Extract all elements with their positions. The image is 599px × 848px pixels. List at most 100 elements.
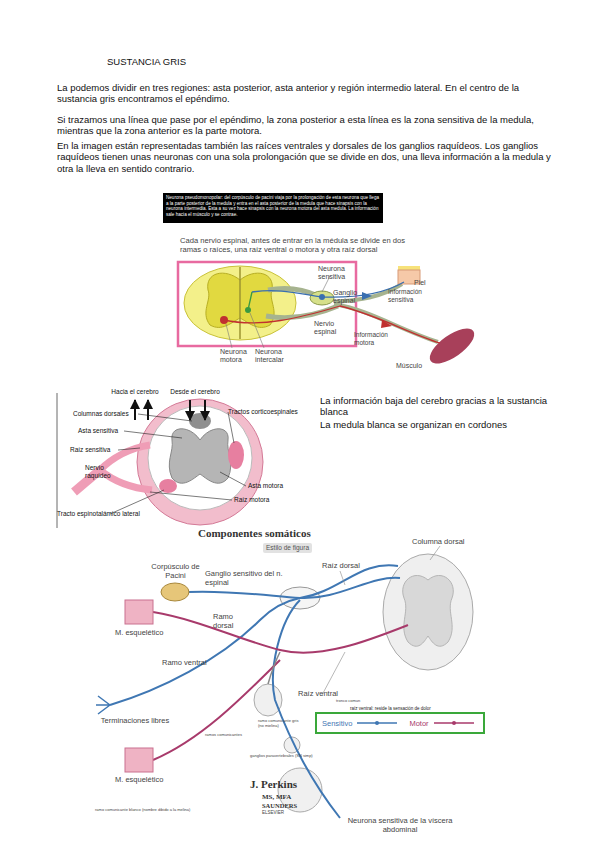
legend-sample xyxy=(355,719,399,727)
down-arrow xyxy=(189,400,191,420)
text-label: MS, MFA xyxy=(262,793,342,801)
text-label: raíz ventral: reside la sensación de dol… xyxy=(350,706,510,711)
text-label: ramos comunicantes xyxy=(205,733,255,738)
spinal-cord xyxy=(383,554,473,670)
leader-line xyxy=(220,472,246,486)
sensory-neuron xyxy=(252,282,404,297)
leader-line xyxy=(430,546,440,560)
white-matter xyxy=(148,406,252,510)
leader-line xyxy=(250,313,264,348)
text-label: Componentes somáticos xyxy=(198,527,398,540)
text-label: Columna dorsal xyxy=(412,537,492,546)
text-label: Nervio espinal xyxy=(314,320,352,337)
text-label: Neurona sensitiva xyxy=(318,265,358,282)
text-label: Tractos corticoespinales xyxy=(228,408,318,416)
pacini-corpuscle xyxy=(161,583,189,601)
text-label: Raíz motora xyxy=(234,496,294,504)
text-label: Piel xyxy=(414,279,444,287)
text-label: Corpúsculo de Pacini xyxy=(148,562,203,580)
text-label: Asta motora xyxy=(248,482,308,490)
legend-text: Motor xyxy=(409,719,428,728)
leader-line xyxy=(226,324,232,348)
text-label: La podemos dividir en tres regiones: ast… xyxy=(57,82,552,105)
gray-matter xyxy=(169,429,230,483)
text-label: ELSEVIER xyxy=(262,810,342,815)
text-label: M. esquelético xyxy=(115,628,195,637)
node-text: Estilo de figura xyxy=(266,544,309,552)
text-label: La información baja del cerebro gracias … xyxy=(320,395,550,418)
up-arrow xyxy=(147,400,149,420)
legend-item: Motor xyxy=(409,719,475,728)
leader-line xyxy=(138,414,192,421)
cord-outer xyxy=(137,399,263,525)
text-label: Neurona sensitiva de la víscera abdomina… xyxy=(345,816,455,834)
text-label: J. Perkins xyxy=(250,778,350,791)
legend-dot xyxy=(375,721,379,725)
skeletal-muscle xyxy=(125,600,153,624)
text-label: En la imagen están representadas también… xyxy=(57,140,552,174)
text-label: Músculo xyxy=(396,362,441,370)
legend-box: Sensitivo Motor xyxy=(315,712,485,734)
muscle xyxy=(424,322,479,370)
skin-layer xyxy=(398,266,420,270)
direction-arrow xyxy=(362,292,372,300)
text-label: Ganglio sensitivo del n. espinal xyxy=(205,569,287,587)
text-label: La medula blanca se organizan en cordone… xyxy=(320,419,550,430)
text-label: Asta sensitiva xyxy=(78,427,148,435)
text-label: ganglios paravertebrales (SN simp) xyxy=(250,754,350,759)
legend-sample xyxy=(432,719,476,727)
text-label: Raíz sensitiva xyxy=(70,446,140,454)
node-text: Neurona pseudomonopolar: del corpúsculo … xyxy=(166,195,380,217)
free-endings xyxy=(96,696,110,714)
up-arrow xyxy=(134,400,136,420)
leader-line xyxy=(118,448,140,450)
leader-line xyxy=(228,412,234,443)
down-arrow xyxy=(204,400,206,420)
text-label: Desde el cerebro xyxy=(160,388,230,396)
paravertebral-ganglion xyxy=(254,684,282,716)
text-label: Neurona motora xyxy=(220,348,258,365)
figure-edge xyxy=(57,393,58,528)
text-label: SAUNDERS xyxy=(262,802,342,810)
gray-matter xyxy=(403,575,454,646)
sensory-path xyxy=(110,598,300,705)
legend-dot xyxy=(452,721,456,725)
leader-line xyxy=(340,571,345,585)
text-label: Información sensitiva xyxy=(388,288,440,304)
text-label: Neurona intercalar xyxy=(255,348,297,365)
text-label: Hacia el cerebro xyxy=(100,388,170,396)
text-label: Raíz dorsal xyxy=(322,561,382,570)
figure-panel xyxy=(148,222,445,372)
text-label: Si trazamos una línea que pase por el ep… xyxy=(57,114,552,137)
sensory-path xyxy=(300,565,398,598)
text-label: Nervio raquídeo xyxy=(85,464,125,480)
neuron-body xyxy=(245,307,251,313)
leader-line xyxy=(322,652,345,695)
text-label: Tracto espinotalámico lateral xyxy=(57,510,147,518)
motor-neuron xyxy=(224,306,440,343)
spinal-ganglion xyxy=(310,291,334,305)
text-label: tronco comun xyxy=(336,699,376,704)
spinal-cord xyxy=(184,266,296,340)
skeletal-muscle xyxy=(125,748,153,772)
text-label: Columnas dorsales xyxy=(73,410,153,418)
tag-box: Estilo de figura xyxy=(263,543,312,553)
text-label: Ganglio espinal xyxy=(333,289,373,306)
neuron-body xyxy=(220,316,228,324)
legend-item: Sensitivo xyxy=(322,719,399,728)
text-label: Ramo dorsal xyxy=(213,612,253,630)
legend-text: Sensitivo xyxy=(322,719,352,728)
leader-line xyxy=(150,492,232,500)
text-label: Información motora xyxy=(354,331,406,347)
motor-path xyxy=(153,660,280,760)
text-label: Ramo ventral xyxy=(162,658,222,667)
direction-arrow xyxy=(381,320,392,328)
median-fissure xyxy=(239,267,241,339)
text-label: Raíz ventral xyxy=(298,689,358,698)
caption-box: Neurona pseudomonopolar: del corpúsculo … xyxy=(163,193,383,223)
text-label: Cada nervio espinal, antes de entrar en … xyxy=(180,236,425,254)
text-label: ramo comunicante gris (no mielina) xyxy=(258,719,303,729)
leader-line xyxy=(124,431,182,438)
